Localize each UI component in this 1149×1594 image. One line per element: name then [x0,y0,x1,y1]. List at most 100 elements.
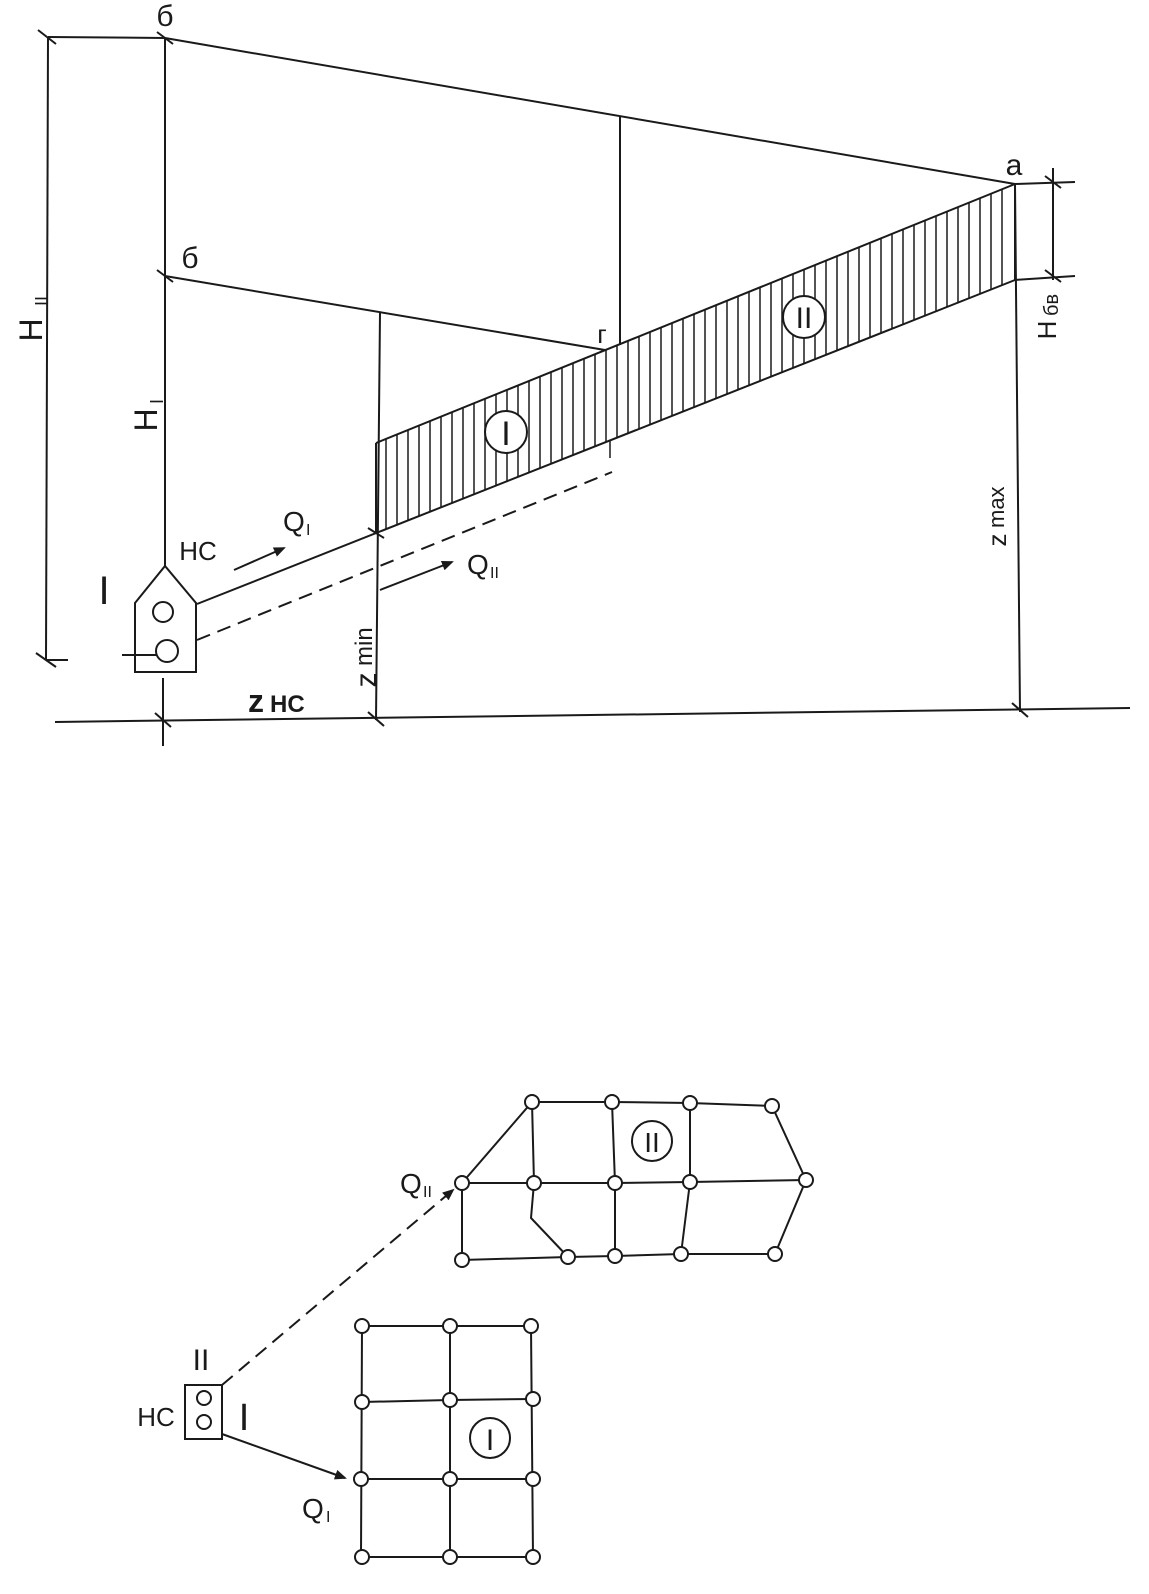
network-node [454,1175,470,1191]
h2-top-extension [47,36,166,39]
plan-zone-II-label: II [644,1127,660,1158]
label-H-II-main: H [13,318,49,341]
pump-station-symbol [134,564,197,673]
zone-II-label: II [796,302,813,335]
network-node [354,1318,370,1334]
network-node [442,1549,458,1565]
plan-flow-QI [221,1433,347,1480]
network-node [526,1175,542,1191]
network-node [442,1471,458,1487]
zone-I-edge [530,1325,534,1558]
network-node [525,1471,541,1487]
plan-flow-QII [221,1188,455,1386]
label-z-min: z min [350,627,383,687]
network-node [525,1391,541,1407]
b-mid-tick [156,269,174,283]
b-top-tick [156,31,174,45]
zone-II-edge [680,1181,691,1255]
label-b-top: б [156,0,173,33]
network-node [454,1252,470,1268]
hbv-tick-top [1044,175,1062,189]
zmin-tick [367,711,385,727]
label-Q-I-main: Q [283,506,305,537]
label-station-num: I [98,569,109,613]
h2-dim-line [45,36,49,661]
label-H-I-sub: I [147,399,167,404]
dashed-pipeline-II [196,471,613,641]
network-node [354,1394,370,1410]
plan-label-NS: НС [137,1402,175,1432]
plan-zone-II-marker [631,1120,673,1162]
hbv-top-extension [1014,181,1076,185]
hbv-tick-bottom [1044,269,1062,283]
label-z-ns-main: z [248,683,264,719]
zone-II-outline [461,1101,808,1262]
pressure-profile: б б а г НС I H II H I H бв z min z max z… [13,0,1131,746]
zone-I-edge [449,1398,534,1401]
network-node [354,1549,370,1565]
hbv-bottom-extension [1014,275,1076,281]
network-node [673,1246,689,1262]
plan-label-pump-II: II [193,1344,210,1377]
plan-label-pump-I: I [239,1397,250,1439]
label-g: г [597,319,606,349]
plan-zone-I-marker [469,1417,511,1459]
zmin-vertical [375,312,381,721]
label-z-max-sub: max [984,486,1009,528]
zone-II-marker [782,295,826,339]
flow-arrow-QI [233,547,286,571]
plan-label-Q-I-main: Q [302,1493,324,1524]
zone-II-edge [531,1101,535,1184]
label-z-min-sub: min [351,627,378,666]
zone-I-network [360,1325,534,1558]
zmax-tick [1011,702,1029,718]
network-node [682,1095,698,1111]
network-node [607,1175,623,1191]
piezometric-line-I [164,275,606,351]
network-node [442,1392,458,1408]
network-node [353,1471,369,1487]
label-NS: НС [179,536,217,566]
label-z-max-main: z [982,534,1012,547]
plan-label-Q-I-sub: I [326,1509,330,1526]
label-z-ns-sub: НС [270,691,305,718]
plan-zone-I-label: I [486,1424,494,1457]
label-H-I-main: H [128,408,164,431]
label-H-bv-sub: бв [1041,294,1063,316]
network-node [798,1172,814,1188]
network-node [523,1318,539,1334]
zone-II-nodes [454,1094,814,1268]
zone-I-edge [361,1399,451,1403]
label-H-bv-main: H [1032,321,1062,340]
hatch-zone-II [616,189,1003,438]
pump-II-icon [155,639,179,663]
plan-pump-II-icon [196,1414,212,1430]
network-plan: II I [137,1094,814,1565]
network-node [607,1248,623,1264]
plan-label-Q-II-sub: II [423,1184,432,1201]
zmin-top-tick [367,527,385,539]
main-pipeline [196,279,1016,605]
plan-pump-station [184,1384,223,1440]
network-node [767,1246,783,1262]
zone-I-label: I [501,415,510,453]
zone-I-nodes [353,1318,541,1565]
plan-label-Q-II-main: Q [400,1168,422,1199]
zone-I-marker [484,410,528,454]
network-node [560,1249,576,1265]
label-Q-II-main: Q [467,549,489,580]
h2-tick-top [37,29,57,45]
label-z-max: z max [982,486,1012,546]
network-node [524,1094,540,1110]
network-node [525,1549,541,1565]
network-node [764,1098,780,1114]
ground-line [54,707,1131,723]
zone-upper-edge [375,183,1016,444]
label-H-I: H I [128,399,167,432]
zone-II-edge [529,1182,569,1258]
flow-arrow-QII [379,560,454,591]
zone-II-edge [611,1101,616,1184]
zone-I-edge [360,1325,363,1558]
plan-pump-I-icon [196,1390,212,1406]
